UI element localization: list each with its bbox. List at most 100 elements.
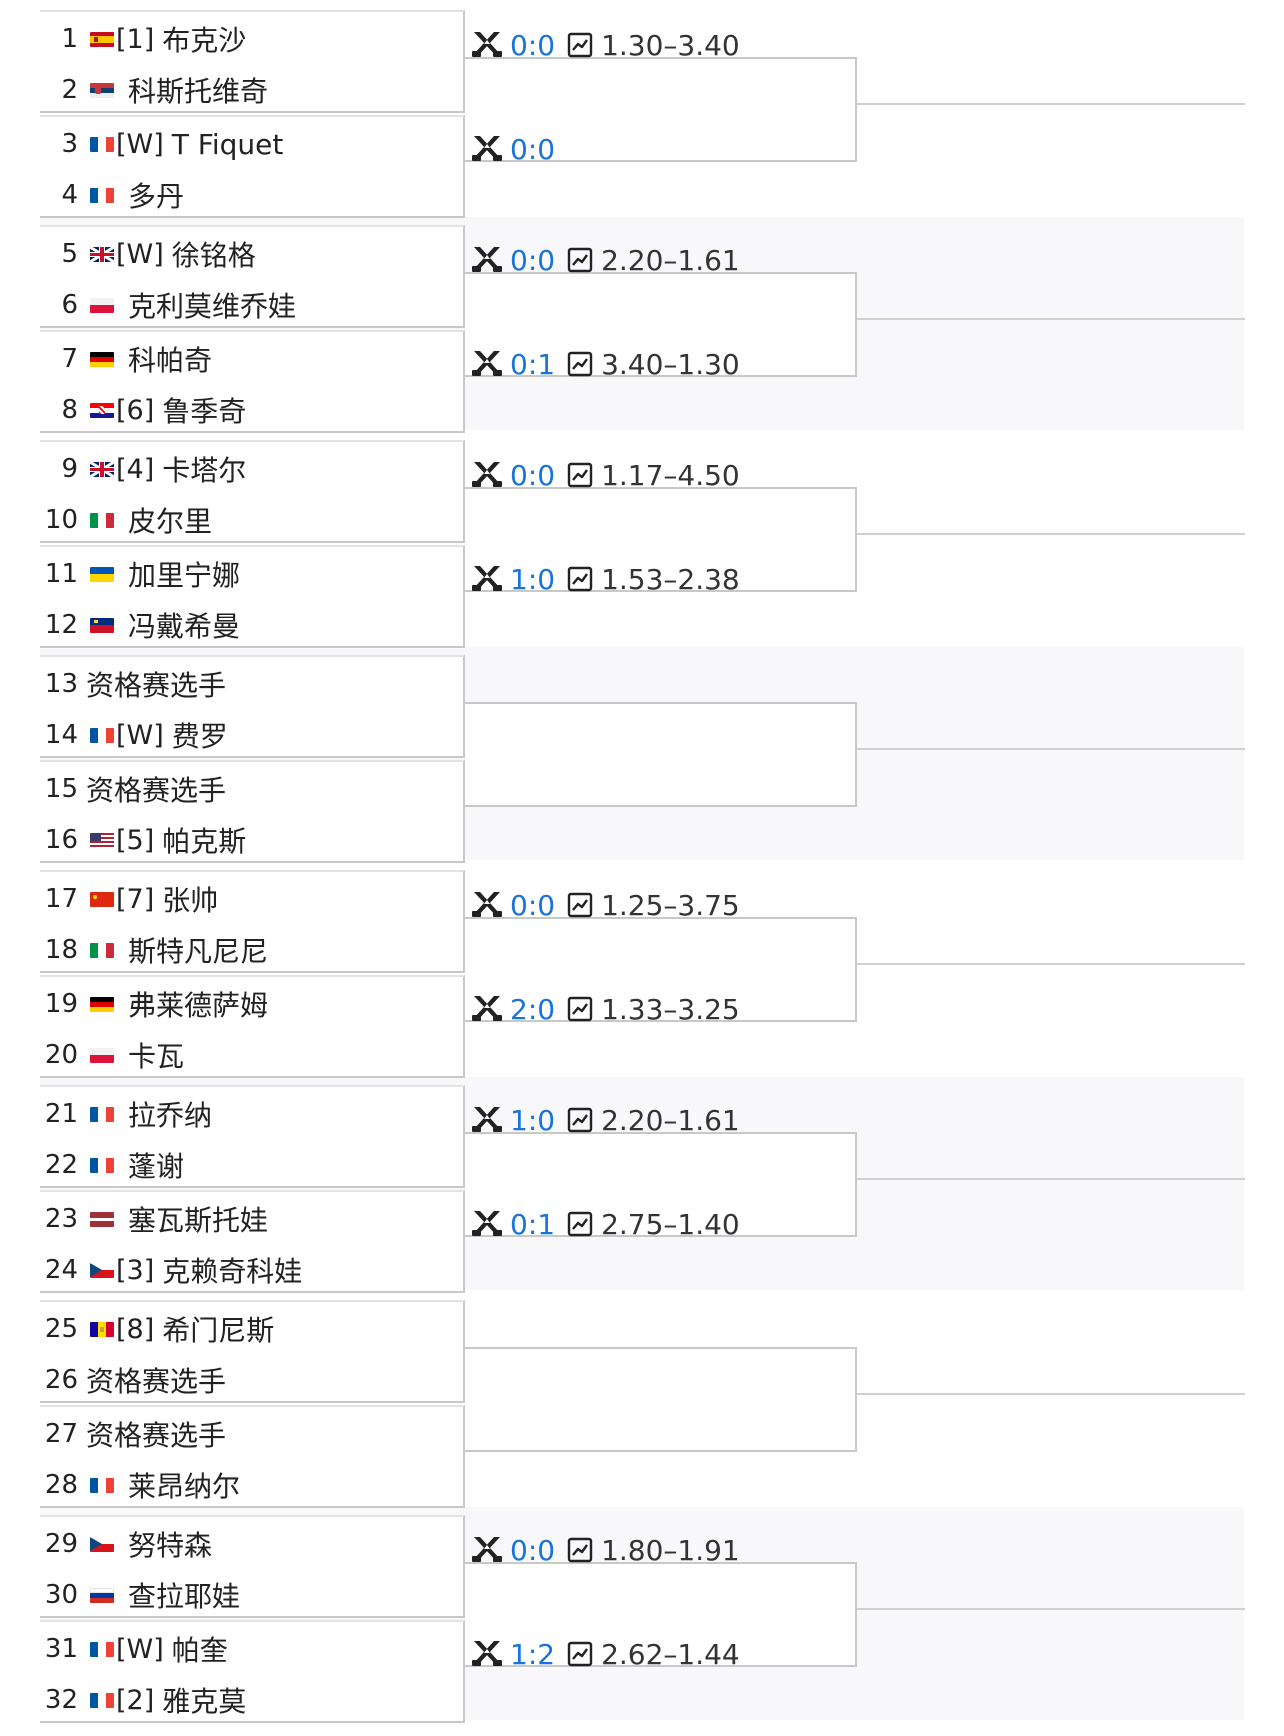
crossed-swords-icon[interactable] [470,1209,504,1239]
crossed-swords-icon[interactable] [470,134,504,164]
player-row[interactable]: 9[4]卡塔尔 [40,444,463,494]
player-name[interactable]: 帕奎 [171,1634,228,1667]
player-name[interactable]: 斯特凡尼尼 [128,935,269,968]
player-row[interactable]: 16[5]帕克斯 [40,815,463,865]
player-row[interactable]: 25[8]希门尼斯 [40,1304,463,1354]
crossed-swords-icon[interactable] [470,349,504,379]
chart-icon[interactable] [567,1107,593,1133]
chart-icon[interactable] [567,247,593,273]
crossed-swords-icon[interactable] [470,564,504,594]
player-row[interactable]: 3[W]T Fiquet [40,119,463,169]
chart-icon[interactable] [567,1641,593,1667]
player-name[interactable]: 克利莫维乔娃 [128,290,297,323]
crossed-swords-icon[interactable] [470,30,504,60]
match-score[interactable]: 1:0 [510,1103,556,1137]
crossed-swords-icon[interactable] [470,1639,504,1669]
chart-icon[interactable] [567,892,593,918]
player-name[interactable]: 希门尼斯 [162,1314,275,1347]
player-row[interactable]: 24[3]克赖奇科娃 [40,1245,463,1295]
player-name[interactable]: 蓬谢 [128,1150,185,1183]
player-row[interactable]: 32[2]雅克莫 [40,1675,463,1725]
crossed-swords-icon[interactable] [470,1535,504,1565]
match-score[interactable]: 0:0 [510,1533,556,1567]
player-row[interactable]: 14[W]费罗 [40,710,463,760]
player-row[interactable]: 31[W]帕奎 [40,1624,463,1674]
player-name[interactable]: 张帅 [162,884,219,917]
chart-icon[interactable] [567,996,593,1022]
crossed-swords-icon[interactable] [470,1105,504,1135]
player-name[interactable]: 莱昂纳尔 [128,1470,241,1503]
player-name[interactable]: 帕克斯 [162,825,247,858]
match-score[interactable]: 0:0 [510,888,556,922]
player-name[interactable]: 卡瓦 [128,1040,185,1073]
match-info[interactable]: 0:0 [470,132,555,166]
player-row[interactable]: 17[7]张帅 [40,874,463,924]
match-score[interactable]: 0:1 [510,347,556,381]
match-score[interactable]: 0:0 [510,132,556,166]
player-name[interactable]: 皮尔里 [128,505,213,538]
chart-icon[interactable] [567,351,593,377]
player-name[interactable]: 徐铭格 [171,239,256,272]
chart-icon[interactable] [567,566,593,592]
player-name[interactable]: 多丹 [128,180,185,213]
player-name[interactable]: 资格赛选手 [86,774,227,807]
player-row[interactable]: 8[6]鲁季奇 [40,385,463,435]
crossed-swords-icon[interactable] [470,890,504,920]
player-name[interactable]: 克赖奇科娃 [162,1255,303,1288]
chart-icon[interactable] [567,462,593,488]
player-name[interactable]: T Fiquet [171,127,284,161]
chart-icon[interactable] [567,32,593,58]
match-score[interactable]: 0:0 [510,458,556,492]
player-name[interactable]: 费罗 [171,720,228,753]
player-name[interactable]: 科帕奇 [128,344,213,377]
crossed-swords-icon[interactable] [470,245,504,275]
player-name[interactable]: 卡塔尔 [162,454,247,487]
player-row[interactable]: 5[W]徐铭格 [40,229,463,279]
player-name[interactable]: 布克沙 [162,24,247,57]
match-score[interactable]: 1:0 [510,562,556,596]
chart-icon[interactable] [567,1537,593,1563]
player-name[interactable]: 弗莱德萨姆 [128,989,269,1022]
crossed-swords-icon[interactable] [470,460,504,490]
match-score[interactable]: 1:2 [510,1637,556,1671]
player-name[interactable]: 冯戴希曼 [128,610,241,643]
player-name[interactable]: 科斯托维奇 [128,75,269,108]
player-name[interactable]: 拉乔纳 [128,1099,213,1132]
player-name[interactable]: 加里宁娜 [128,559,241,592]
player-name[interactable]: 努特森 [128,1529,213,1562]
match-score[interactable]: 2:0 [510,992,556,1026]
match-score[interactable]: 0:0 [510,243,556,277]
player-name[interactable]: 查拉耶娃 [128,1580,241,1613]
player-row[interactable]: 1[1]布克沙 [40,14,463,64]
match-score[interactable]: 0:1 [510,1207,556,1241]
